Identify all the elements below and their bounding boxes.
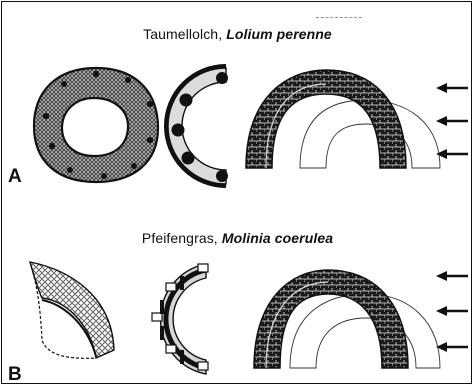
arrow-left-icon xyxy=(436,116,468,126)
panel-b-stem-section xyxy=(30,262,114,358)
panel-a-bending-arch xyxy=(246,70,440,168)
arrow-left-icon xyxy=(436,342,468,352)
panel-a-force-arrows xyxy=(436,83,468,159)
arrow-left-icon xyxy=(436,149,468,159)
arrow-left-icon xyxy=(436,271,468,281)
panel-a-stem-section xyxy=(34,68,158,182)
panel-b-bending-arch xyxy=(254,270,440,368)
arrow-left-icon xyxy=(436,83,468,93)
panel-b-force-arrows xyxy=(436,271,468,352)
arrow-left-icon xyxy=(436,306,468,316)
panel-a-schematic-section xyxy=(166,66,228,186)
panel-b-schematic-section xyxy=(152,264,208,374)
